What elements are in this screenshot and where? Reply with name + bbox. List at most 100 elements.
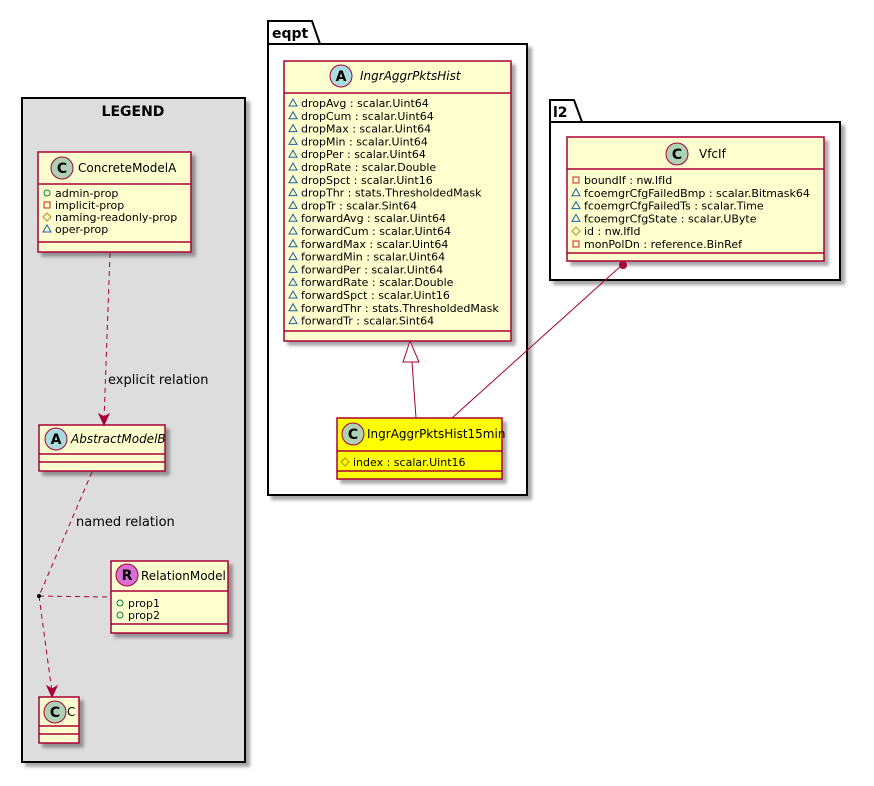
attribute: dropMin : scalar.Uint64: [301, 135, 428, 148]
package-visibility-icon: [288, 200, 298, 209]
attribute: index : scalar.Uint16: [353, 456, 466, 469]
attribute: forwardMax : scalar.Uint64: [301, 238, 448, 251]
stereotype-letter: C: [50, 705, 60, 721]
private-visibility-icon: [572, 240, 580, 248]
stereotype-letter: C: [348, 427, 358, 443]
vfcif-class[interactable]: C VfcIf boundIf : nw.IfIdfcoemgrCfgFaile…: [566, 136, 825, 262]
attribute: prop1: [128, 597, 160, 610]
package-visibility-icon: [288, 123, 298, 133]
private-visibility-icon: [43, 201, 51, 209]
ingr-aggr-pkts-hist-15min-class[interactable]: C IngrAggrPktsHist15min index : scalar.U…: [336, 417, 505, 480]
class-name: IngrAggrPktsHist15min: [367, 427, 505, 441]
attribute: implicit-prop: [55, 199, 124, 212]
association-point: [37, 594, 41, 598]
class-stereotype-r-icon: [115, 563, 139, 587]
attribute: oper-prop: [55, 223, 108, 236]
attribute: forwardRate : scalar.Double: [301, 276, 454, 289]
attribute: forwardCum : scalar.Uint64: [301, 225, 451, 238]
public-visibility-icon: [116, 611, 124, 619]
stereotype-letter: R: [122, 568, 133, 584]
attribute: dropTr : scalar.Sint64: [301, 199, 417, 212]
named-relation-line: [37, 471, 112, 699]
package-visibility-icon: [288, 161, 298, 171]
package-visibility-icon: [288, 289, 298, 299]
attribute: forwardThr : stats.ThresholdedMask: [301, 302, 499, 315]
class-stereotype-c-icon: [341, 422, 365, 446]
package-visibility-icon: [571, 187, 581, 197]
explicit-relation-arrow: [97, 252, 111, 427]
attribute: dropAvg : scalar.Uint64: [301, 97, 429, 110]
attribute: fcoemgrCfgFailedTs : scalar.Time: [584, 200, 764, 213]
attribute: forwardTr : scalar.Sint64: [301, 315, 434, 328]
attribute: admin-prop: [55, 187, 118, 200]
attribute: dropRate : scalar.Double: [301, 161, 436, 174]
attribute: prop2: [128, 609, 160, 622]
private-visibility-icon: [572, 176, 580, 184]
protected-visibility-icon: [42, 212, 52, 222]
class-name: ConcreteModelA: [78, 161, 177, 175]
package-visibility-icon: [288, 251, 298, 261]
attribute: forwardMin : scalar.Uint64: [301, 251, 445, 264]
attribute: id : nw.IfId: [584, 225, 641, 238]
class-name: VfcIf: [699, 147, 727, 161]
attribute: monPolDn : reference.BinRef: [584, 238, 743, 251]
package-visibility-icon: [42, 223, 52, 233]
attribute: dropSpct : scalar.Uint16: [301, 174, 433, 187]
abstract-model-class[interactable]: A AbstractModelB: [38, 424, 166, 472]
eqpt-package-title: eqpt: [272, 26, 309, 42]
attribute: boundIf : nw.IfId: [584, 174, 672, 187]
composition-relation: [451, 261, 627, 419]
package-visibility-icon: [288, 110, 298, 120]
package-visibility-icon: [288, 174, 298, 184]
named-relation-label: named relation: [76, 515, 175, 530]
stereotype-letter: A: [51, 432, 62, 448]
package-visibility-icon: [571, 200, 581, 210]
class-stereotype-c-icon: [665, 142, 689, 166]
explicit-relation-label: explicit relation: [108, 373, 208, 388]
attribute: fcoemgrCfgState : scalar.UByte: [584, 212, 757, 225]
ingr-aggr-pkts-hist-class[interactable]: A IngrAggrPktsHist dropAvg : scalar.Uint…: [283, 60, 512, 342]
stereotype-letter: C: [57, 161, 67, 177]
package-visibility-icon: [288, 277, 298, 286]
package-visibility-icon: [288, 315, 298, 325]
class-stereotype-a-icon: [44, 427, 68, 451]
class-name: AbstractModelB: [70, 432, 166, 446]
attribute: forwardPer : scalar.Uint64: [301, 263, 443, 276]
attribute: dropMax : scalar.Uint64: [301, 123, 431, 136]
attribute: forwardSpct : scalar.Uint16: [301, 289, 450, 302]
protected-visibility-icon: [340, 457, 350, 467]
attribute: naming-readonly-prop: [55, 211, 177, 224]
class-name: C: [67, 705, 75, 719]
package-visibility-icon: [288, 187, 298, 197]
concrete-model-class[interactable]: C ConcreteModelA admin-propimplicit-prop…: [37, 151, 192, 253]
public-visibility-icon: [116, 599, 124, 607]
stereotype-letter: A: [336, 69, 347, 85]
stereotype-letter: C: [672, 147, 682, 163]
attribute: dropThr : stats.ThresholdedMask: [301, 187, 482, 200]
class-name: IngrAggrPktsHist: [360, 69, 462, 83]
attribute: dropPer : scalar.Uint64: [301, 148, 426, 161]
class-stereotype-c-icon: [43, 700, 67, 724]
package-visibility-icon: [288, 149, 298, 158]
c-class[interactable]: C C: [38, 696, 80, 744]
composition-diamond-dot: [619, 261, 627, 269]
attribute-list: admin-propimplicit-propnaming-readonly-p…: [42, 187, 177, 236]
l2-package-title: l2: [553, 105, 568, 121]
public-visibility-icon: [43, 189, 51, 197]
package-visibility-icon: [288, 136, 298, 145]
package-visibility-icon: [288, 225, 298, 235]
package-visibility-icon: [288, 302, 298, 312]
protected-visibility-icon: [571, 226, 581, 236]
class-stereotype-a-icon: [329, 64, 353, 88]
class-name: RelationModel: [141, 569, 226, 583]
attribute-list: index : scalar.Uint16: [340, 456, 466, 469]
package-visibility-icon: [288, 97, 298, 107]
attribute: forwardAvg : scalar.Uint64: [301, 212, 446, 225]
inheritance-arrow: [402, 339, 420, 419]
attribute: fcoemgrCfgFailedBmp : scalar.Bitmask64: [584, 187, 810, 200]
